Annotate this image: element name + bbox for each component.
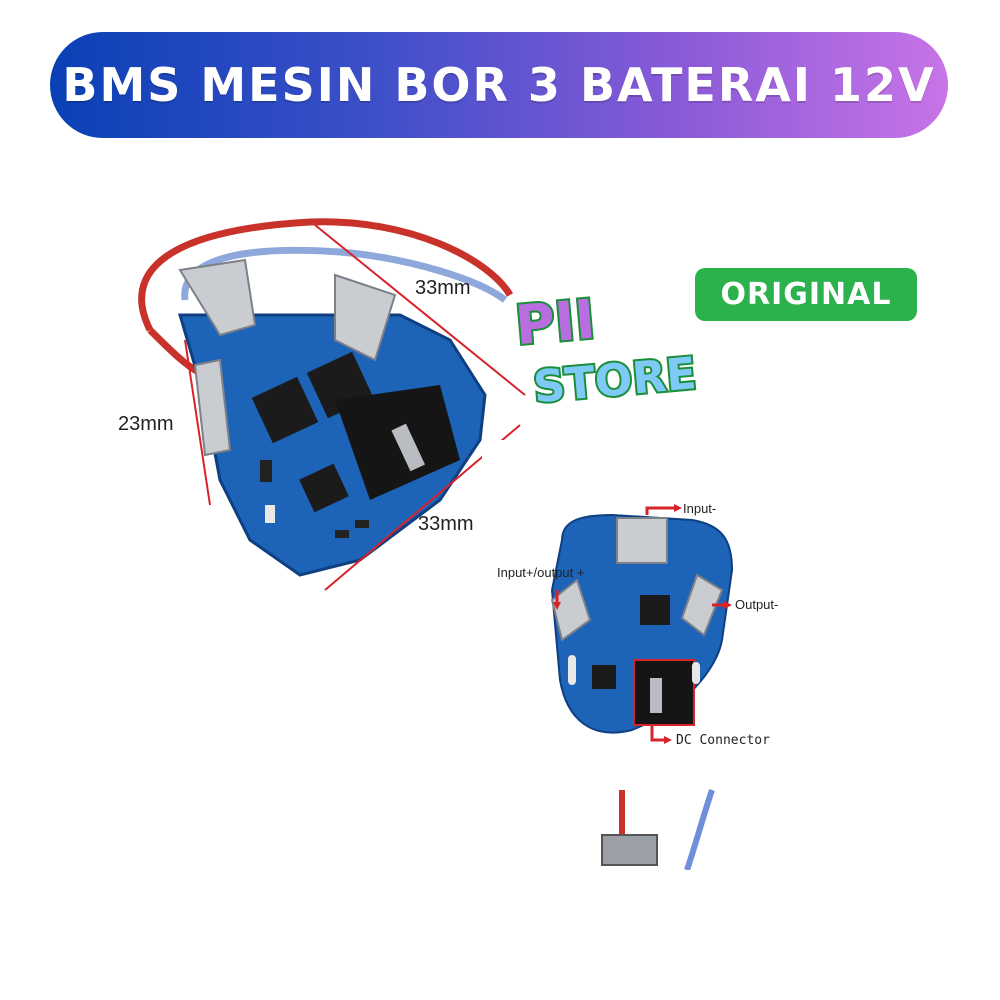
original-badge: ORIGINAL — [695, 268, 917, 321]
bms-board-annotated-photo — [550, 504, 734, 870]
svg-text:STORE: STORE — [531, 348, 698, 408]
output-minus-label: Output- — [735, 597, 779, 612]
title-banner: BMS MESIN BOR 3 BATERAI 12V — [50, 32, 948, 138]
input-plus-output-plus-label: Input+/output + — [497, 565, 585, 580]
dimension-top-label: 33mm — [415, 277, 471, 299]
input-minus-label: Input- — [683, 501, 717, 516]
bms-board-photo — [138, 218, 526, 591]
dimension-bottom-label: 33mm — [418, 513, 474, 535]
banner-title: BMS MESIN BOR 3 BATERAI 12V — [62, 58, 936, 112]
original-badge-label: ORIGINAL — [720, 277, 892, 312]
pii-store-logo: PII STORE — [511, 286, 700, 408]
dimension-left-label: 23mm — [118, 413, 174, 435]
svg-text:PII: PII — [513, 288, 598, 358]
dc-connector-label: DC Connector — [676, 733, 770, 748]
